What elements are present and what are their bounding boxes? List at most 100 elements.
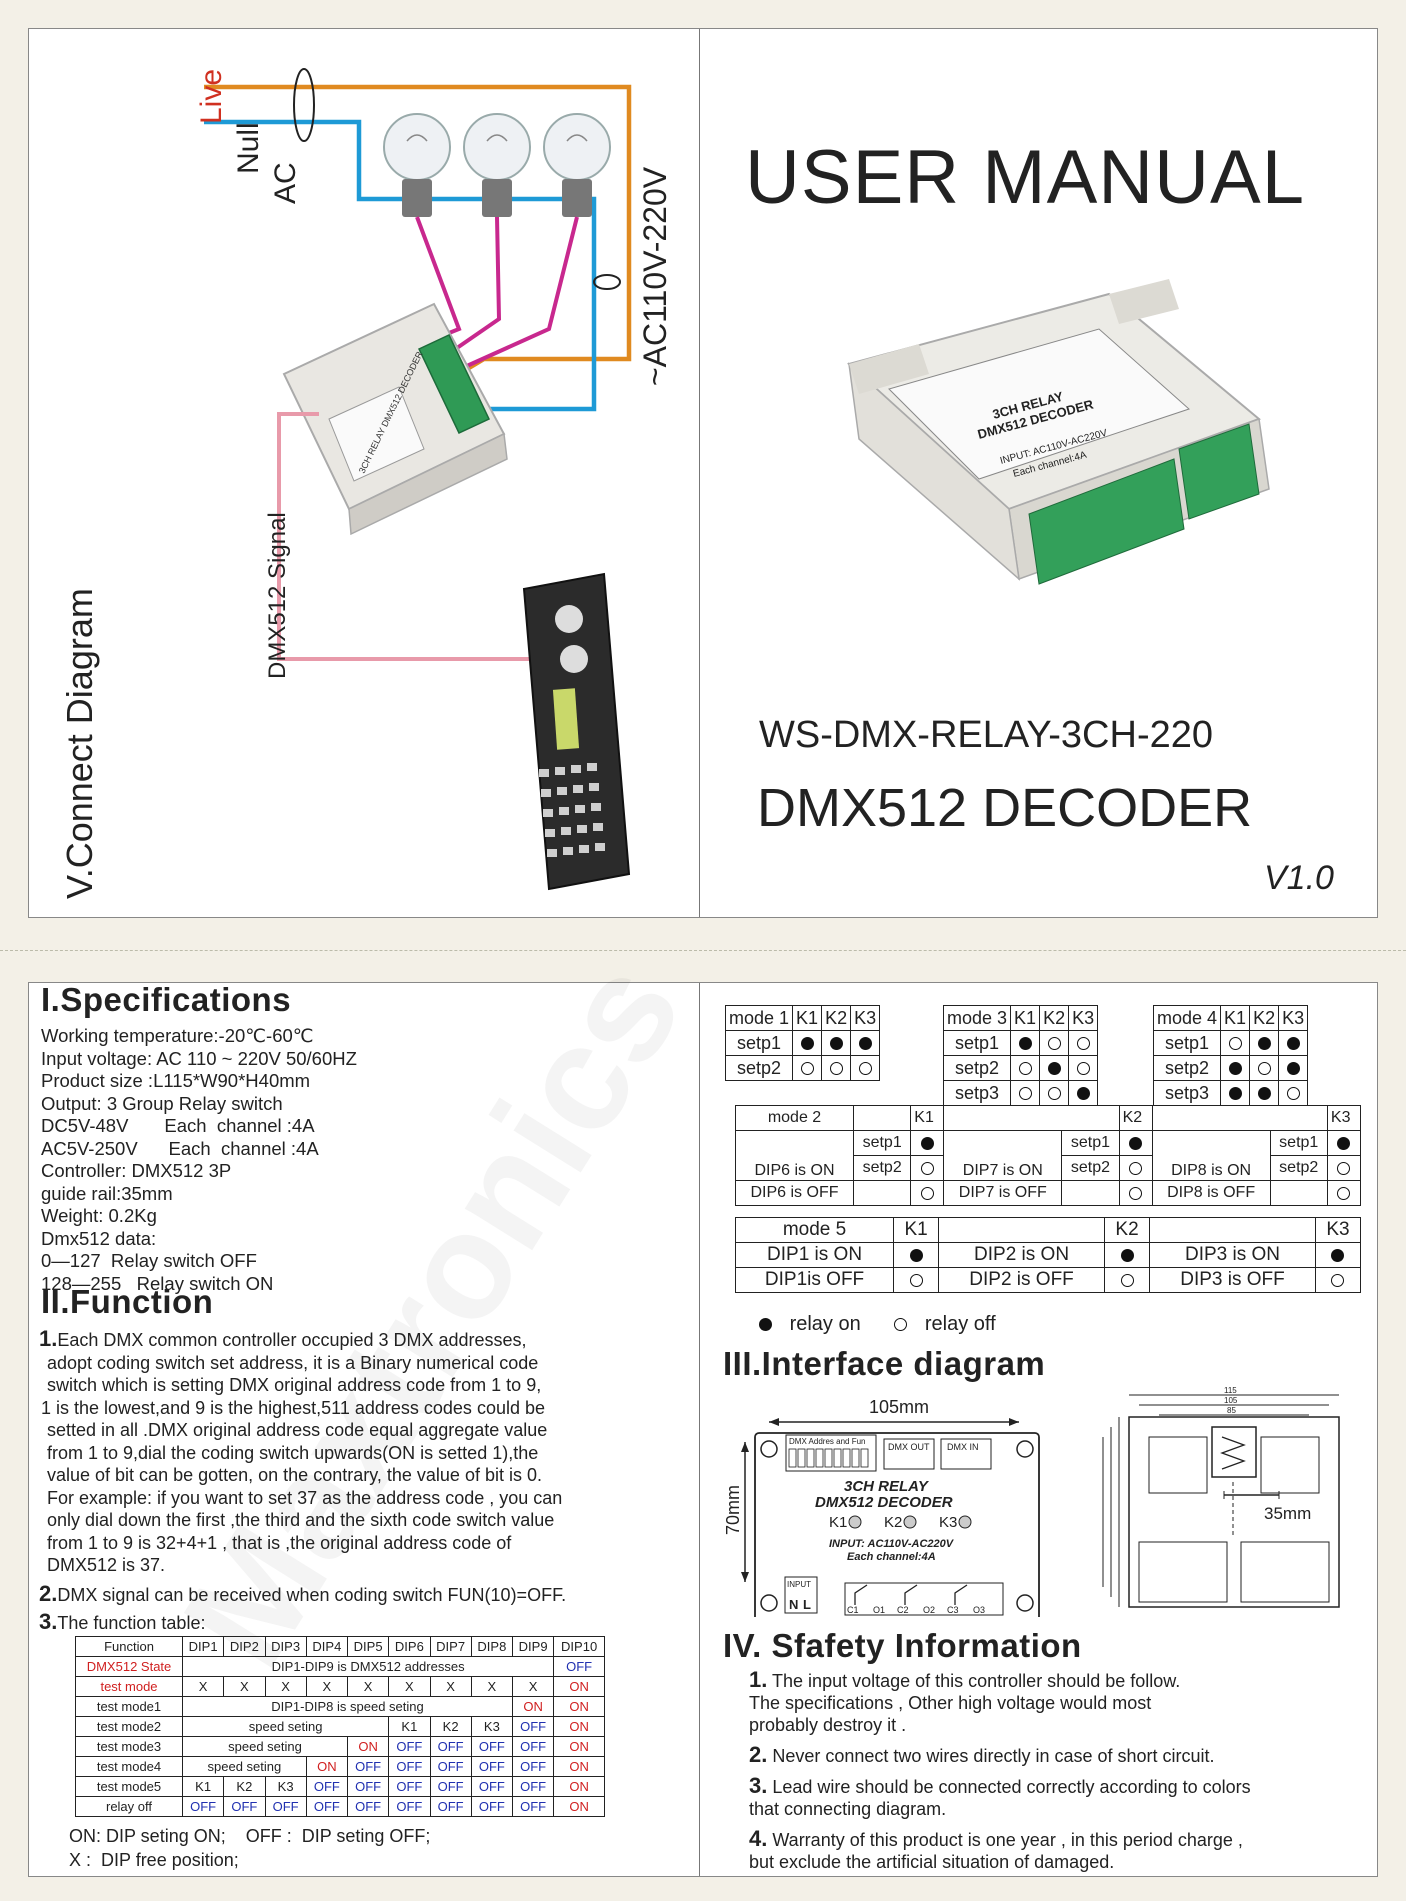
table-row: mode 2 K1 K2 K3	[735, 1105, 1362, 1131]
table-cell: K1	[388, 1716, 431, 1737]
k2-header: K2	[821, 1005, 852, 1031]
spec-line: Output: 3 Group Relay switch	[41, 1092, 283, 1114]
relay-off-icon	[1047, 1037, 1061, 1051]
k3-header: K3	[1314, 1217, 1362, 1243]
relay-on-icon	[1018, 1037, 1032, 1051]
step-label: setp1	[1152, 1030, 1222, 1056]
table-cell: test mode4	[75, 1756, 183, 1777]
table-header: DIP6	[388, 1636, 431, 1657]
table-cell: OFF	[470, 1796, 514, 1817]
table-cell: OFF	[181, 1796, 225, 1817]
table-cell: K2	[223, 1776, 266, 1797]
cover-sheet: 3CH RELAY DMX512 DECODER V.Connect Diagr…	[28, 28, 1378, 918]
mode-label: mode 4	[1152, 1005, 1222, 1031]
table-row: setp3	[942, 1080, 1099, 1106]
table-cell: OFF	[305, 1796, 349, 1817]
step-label: setp2	[1152, 1055, 1222, 1081]
spec-line: DC5V-48V Each channel :4A	[41, 1115, 315, 1136]
l-terminal: L	[803, 1597, 811, 1612]
relay-off-icon	[1257, 1062, 1271, 1076]
table-cell: ON	[553, 1716, 605, 1737]
table-cell: X	[511, 1676, 555, 1697]
relay-on-icon	[1120, 1249, 1134, 1263]
table-note-x: X : DIP free position;	[69, 1850, 239, 1870]
item-number: 2.	[749, 1742, 768, 1767]
table-cell: OFF	[470, 1756, 514, 1777]
table-cell: speed seting	[182, 1736, 348, 1757]
spec-line: Dmx512 data:	[41, 1227, 157, 1249]
legend-off-label: relay off	[924, 1313, 996, 1335]
relay-off-icon	[1018, 1062, 1032, 1076]
k3-header: K3	[1326, 1105, 1362, 1131]
c2-terminal: C2	[897, 1605, 909, 1615]
table-row: DMX512 State DIP1-DIP9 is DMX512 address…	[75, 1656, 605, 1677]
k2-indicator-label: K2	[884, 1514, 902, 1531]
dmx-console-diagram	[522, 572, 631, 891]
c1-terminal: C1	[847, 1605, 859, 1615]
relay-off-icon	[1018, 1087, 1032, 1101]
table-cell: test mode3	[75, 1736, 183, 1757]
dmx-out-label: DMX OUT	[888, 1442, 930, 1452]
dip-state-label: DIP1 is ON	[734, 1242, 895, 1268]
c3-terminal: C3	[947, 1605, 959, 1615]
item-number: 1.	[749, 1667, 768, 1692]
spec-line: Product size :L115*W90*H40mm	[41, 1070, 311, 1091]
table-cell: OFF	[511, 1756, 555, 1777]
manual-title: USER MANUAL	[745, 135, 1305, 220]
width-dimension: 105mm	[869, 1397, 929, 1417]
k2-header: K2	[1118, 1105, 1153, 1131]
step-label: setp1	[852, 1130, 912, 1156]
dim-85: 85	[1227, 1406, 1236, 1415]
spec-line: guide rail:35mm	[41, 1182, 173, 1204]
table-cell: ON	[553, 1756, 605, 1777]
relay-off-icon	[1337, 1187, 1351, 1201]
relay-on-icon	[1047, 1062, 1061, 1076]
table-row: setp2	[1152, 1055, 1309, 1081]
relay-off-icon	[1228, 1037, 1242, 1051]
connect-diagram: 3CH RELAY DMX512 DECODER	[204, 68, 632, 891]
relay-on-icon	[1257, 1087, 1271, 1101]
relay-on-icon	[920, 1137, 934, 1151]
relay-off-icon	[1286, 1087, 1300, 1101]
height-dimension: 70mm	[723, 1485, 743, 1535]
table-cell: ON	[305, 1756, 349, 1777]
relay-on-icon	[858, 1037, 872, 1051]
legend-on-label: relay on	[789, 1313, 861, 1335]
safety-text: probably destroy it .	[749, 1715, 907, 1735]
function-text: The function table:	[57, 1613, 206, 1633]
relay-on-icon	[1228, 1062, 1242, 1076]
relay-on-icon	[1337, 1137, 1351, 1151]
step-label: setp3	[1152, 1080, 1222, 1106]
table-cell: ON	[553, 1796, 605, 1817]
function-text: from 1 to 9,dial the coding switch upwar…	[47, 1442, 539, 1463]
k1-header: K1	[1010, 1005, 1041, 1031]
spec-line: 128—255 Relay switch ON	[41, 1272, 274, 1294]
board-label-line1: 3CH RELAY	[844, 1478, 930, 1495]
relay-on-icon	[829, 1037, 843, 1051]
item-number: 4.	[749, 1826, 768, 1851]
safety-text: The input voltage of this controller sho…	[767, 1671, 1181, 1691]
step-label: setp2	[852, 1155, 912, 1181]
board-label-line2: DMX512 DECODER	[815, 1494, 953, 1511]
table-cell: K3	[470, 1716, 514, 1737]
safety-text: Never connect two wires directly in case…	[767, 1746, 1215, 1766]
step-label: setp1	[724, 1030, 794, 1056]
table-cell: speed seting	[182, 1756, 307, 1777]
function-item-3: 3.The function table:	[39, 1610, 206, 1635]
dip-state-label: DIP2 is OFF	[938, 1267, 1106, 1293]
table-cell: X	[346, 1676, 390, 1697]
page-divider-2	[699, 983, 700, 1876]
step-label: setp2	[942, 1055, 1012, 1081]
version-label: V1.0	[1264, 859, 1334, 897]
table-row: mode 5 K1 K2 K3	[734, 1217, 1362, 1243]
fold-line	[0, 950, 1406, 951]
step-label: setp1	[1061, 1130, 1120, 1156]
k1-header: K1	[893, 1217, 940, 1243]
table-cell: X	[181, 1676, 225, 1697]
n-terminal: N	[789, 1597, 798, 1612]
table-cell: OFF	[346, 1796, 390, 1817]
dmx-address-label: DMX Addres and Fun	[789, 1437, 865, 1446]
specifications-title: I.Specifications	[41, 981, 292, 1018]
